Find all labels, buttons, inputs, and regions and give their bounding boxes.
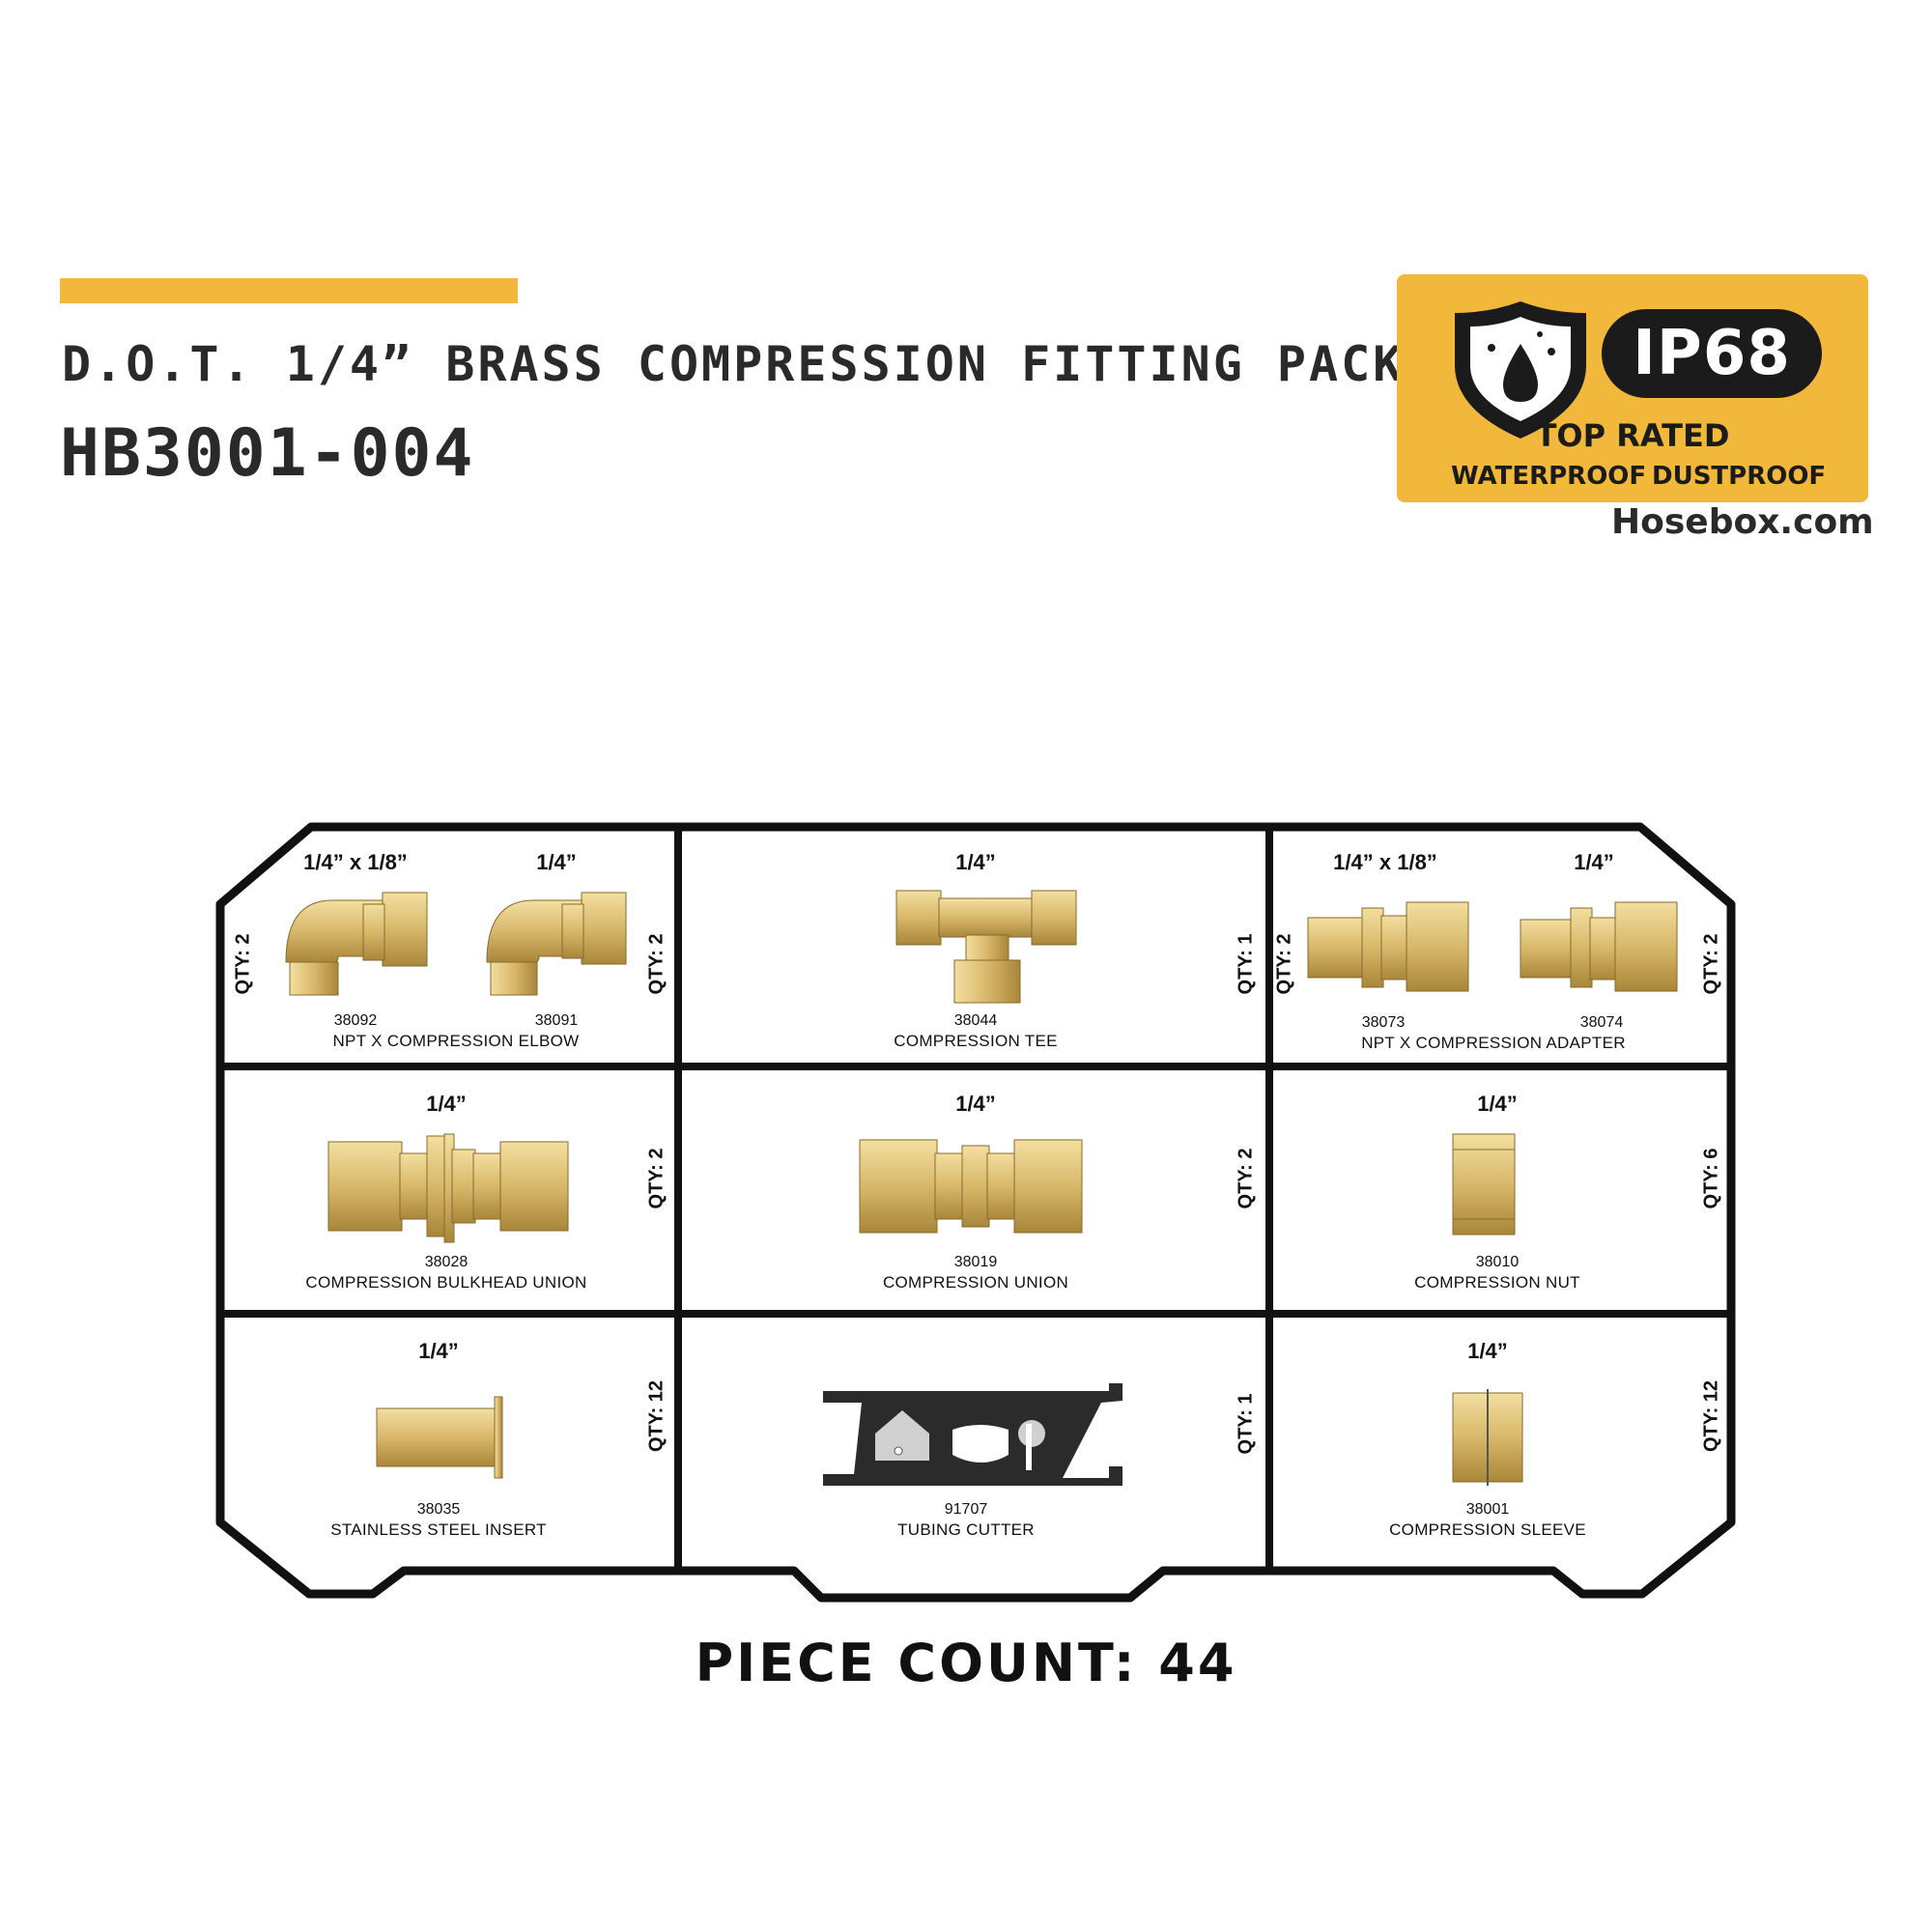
part-number-38073: 38073: [1361, 1014, 1406, 1031]
description-compression-sleeve: COMPRESSION SLEEVE: [1389, 1520, 1586, 1539]
description-compression-tee: COMPRESSION TEE: [894, 1032, 1058, 1050]
piece-count: PIECE COUNT: 44: [695, 1633, 1237, 1693]
size-label-38044: 1/4”: [955, 850, 996, 874]
qty-label-38028: QTY: 2: [645, 1148, 668, 1209]
description-tubing-cutter: TUBING CUTTER: [897, 1520, 1035, 1539]
qty-label-38001: QTY: 12: [1700, 1379, 1722, 1453]
size-label-38091: 1/4”: [536, 850, 577, 874]
shield-water-drop-icon: [1455, 301, 1586, 439]
part-number-38044: 38044: [953, 1012, 998, 1029]
part-number-38001: 38001: [1465, 1501, 1510, 1518]
qty-label-38019: QTY: 2: [1235, 1148, 1257, 1209]
qty-label-38010: QTY: 6: [1700, 1148, 1722, 1209]
qty-label-38035: QTY: 12: [645, 1379, 668, 1453]
dustproof-label: DUSTPROOF: [1652, 462, 1827, 491]
qty-label-91707: QTY: 1: [1235, 1393, 1257, 1455]
bulkhead-union-38028-icon: [327, 1133, 569, 1243]
part-number-38028: 38028: [424, 1254, 469, 1270]
qty-label-38044: QTY: 1: [1235, 933, 1257, 995]
tray-outline: [215, 822, 1736, 1603]
adapter-38074-icon: [1520, 901, 1678, 992]
elbow-38092-icon: [285, 892, 428, 996]
part-number-38010: 38010: [1475, 1254, 1520, 1270]
size-label-38092: 1/4” x 1/8”: [303, 850, 408, 874]
union-38019-icon: [859, 1139, 1083, 1234]
part-number-38074: 38074: [1579, 1014, 1624, 1031]
part-number-38091: 38091: [534, 1012, 579, 1029]
part-number-38092: 38092: [333, 1012, 378, 1029]
size-label-38001: 1/4”: [1467, 1339, 1508, 1363]
description-npt-compression-adapter: NPT X COMPRESSION ADAPTER: [1361, 1034, 1626, 1052]
size-label-38074: 1/4”: [1574, 850, 1614, 874]
qty-label-38073: QTY: 2: [1273, 933, 1295, 995]
size-label-38028: 1/4”: [426, 1092, 467, 1116]
size-label-38010: 1/4”: [1477, 1092, 1518, 1116]
tee-38044-icon: [895, 890, 1077, 1004]
size-label-38035: 1/4”: [418, 1339, 459, 1363]
qty-label-38091: QTY: 2: [645, 933, 668, 995]
title-accent-bar: [60, 278, 518, 303]
description-compression-union: COMPRESSION UNION: [882, 1273, 1069, 1292]
tubing-cutter-91707-icon: [823, 1383, 1122, 1486]
insert-38035-icon: [376, 1396, 503, 1479]
ip68-badge: IP68 TOP RATED WATERPROOF DUSTPROOF: [1397, 274, 1868, 502]
qty-label-38074: QTY: 2: [1700, 933, 1722, 995]
sleeve-38001-icon: [1452, 1389, 1523, 1486]
qty-label-38092: QTY: 2: [232, 933, 254, 995]
page-title: D.O.T. 1/4” BRASS COMPRESSION FITTING PA…: [62, 336, 1406, 392]
website-link[interactable]: Hosebox.com: [1611, 502, 1874, 542]
top-rated-label: TOP RATED: [1535, 417, 1730, 454]
size-label-38073: 1/4” x 1/8”: [1333, 850, 1437, 874]
part-number-38019: 38019: [953, 1254, 998, 1270]
nut-38010-icon: [1452, 1133, 1516, 1236]
description-stainless-steel-insert: STAINLESS STEEL INSERT: [330, 1520, 547, 1539]
size-label-38019: 1/4”: [955, 1092, 996, 1116]
description-npt-compression-elbow: NPT X COMPRESSION ELBOW: [332, 1032, 580, 1050]
waterproof-label: WATERPROOF: [1451, 462, 1647, 491]
product-sku: HB3001-004: [60, 415, 475, 492]
elbow-38091-icon: [486, 892, 627, 996]
ip68-label: IP68: [1602, 309, 1822, 398]
description-compression-nut: COMPRESSION NUT: [1414, 1273, 1580, 1292]
part-number-38035: 38035: [416, 1501, 461, 1518]
adapter-38073-icon: [1307, 901, 1469, 992]
part-number-91707: 91707: [944, 1501, 988, 1518]
description-compression-bulkhead-union: COMPRESSION BULKHEAD UNION: [305, 1273, 587, 1292]
